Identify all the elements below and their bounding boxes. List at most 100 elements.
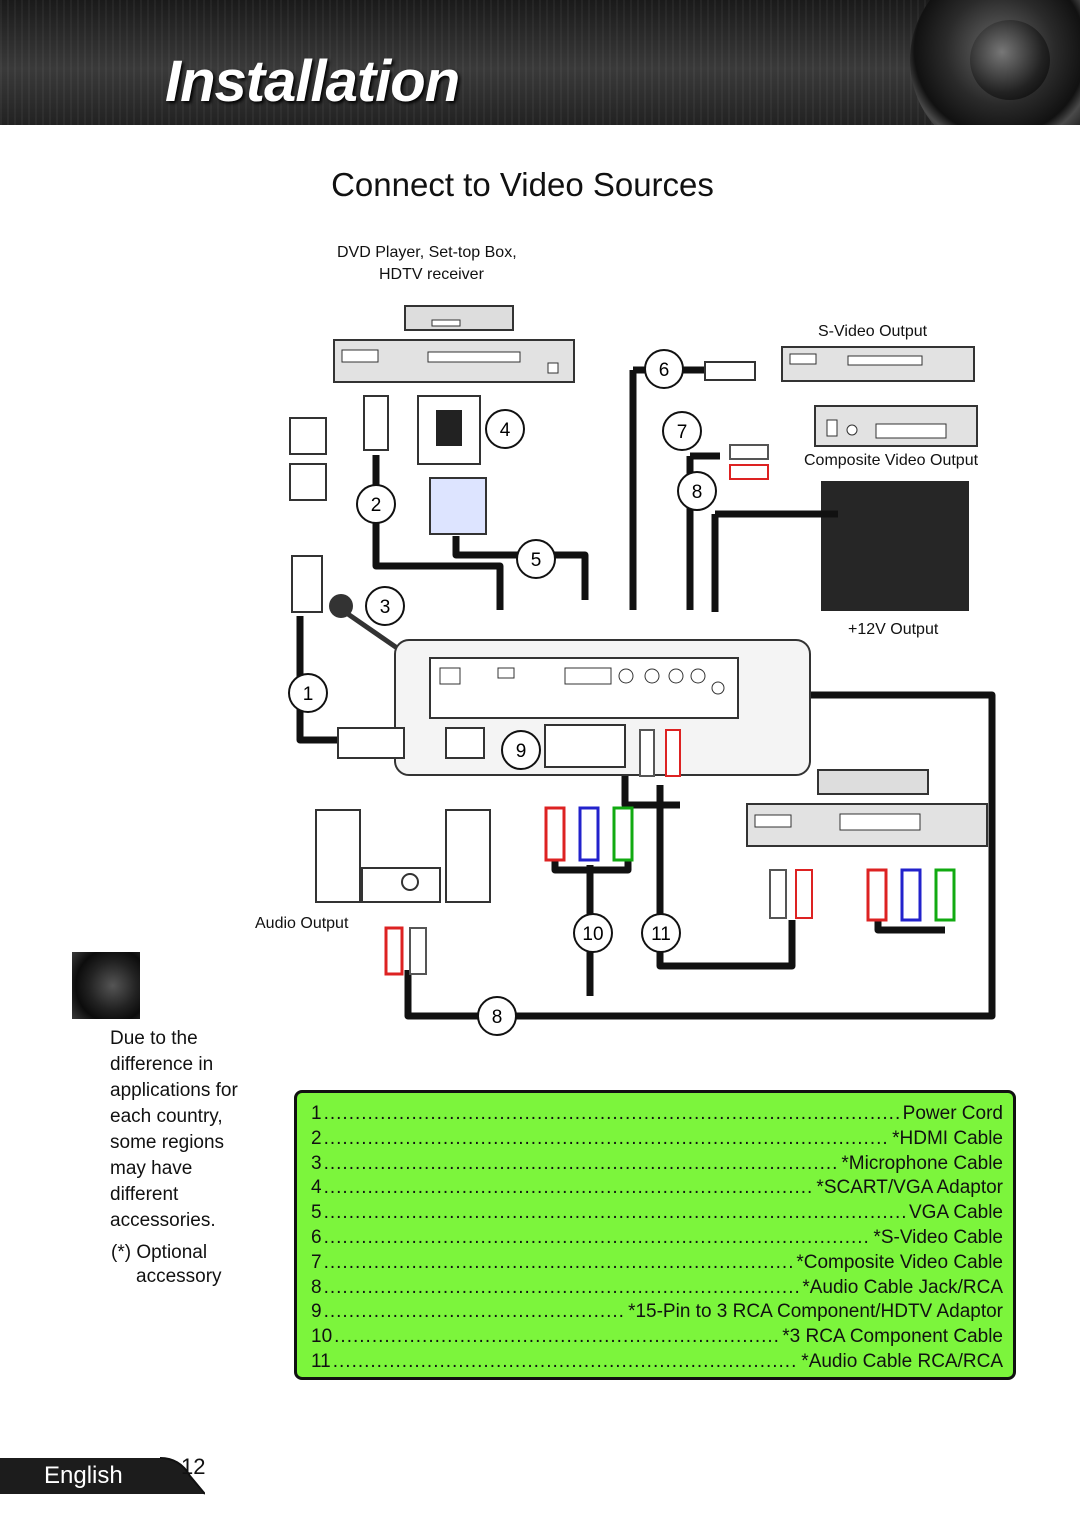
dvd-player-icon bbox=[333, 305, 575, 383]
language-tab bbox=[0, 1457, 205, 1495]
regional-note: Due to the difference in applications fo… bbox=[110, 1028, 238, 1231]
accessory-row: 10......................................… bbox=[311, 1325, 1003, 1349]
callout-number: 1 bbox=[303, 684, 314, 705]
component-source-icon bbox=[746, 769, 988, 847]
callout-number: 2 bbox=[371, 495, 382, 516]
dot-leader: ........................................… bbox=[323, 1152, 840, 1174]
accessory-row: 8.......................................… bbox=[311, 1276, 1003, 1300]
callout-number: 4 bbox=[500, 420, 511, 441]
screen-photo bbox=[821, 481, 969, 611]
header-texture bbox=[0, 0, 1080, 125]
dot-leader: ........................................… bbox=[323, 1227, 872, 1248]
accessory-row: 1.......................................… bbox=[311, 1102, 1003, 1126]
callout-5: 5 bbox=[516, 539, 556, 579]
optional-word: accessory bbox=[136, 1266, 222, 1287]
composite-source-icon bbox=[814, 405, 978, 447]
accessory-row: 2.......................................… bbox=[311, 1127, 1003, 1151]
accessory-label: VGA Cable bbox=[909, 1202, 1003, 1224]
page-number: 12 bbox=[181, 1454, 206, 1479]
dot-leader: ........................................… bbox=[323, 1202, 907, 1224]
callout-number: 10 bbox=[582, 924, 603, 945]
dot-leader: ........................................… bbox=[323, 1177, 815, 1199]
microphone-icon bbox=[329, 594, 402, 653]
callout-8: 8 bbox=[677, 471, 717, 511]
dot-leader: ........................................… bbox=[332, 1351, 800, 1372]
vga-plug-icon bbox=[429, 477, 487, 535]
language-label: English bbox=[44, 1462, 123, 1489]
accessory-number: 3 bbox=[311, 1152, 322, 1174]
power-plug-icon bbox=[291, 555, 323, 613]
callout-number: 9 bbox=[516, 741, 527, 762]
optional-marker: (*) Optional bbox=[111, 1242, 208, 1263]
callout-number: 8 bbox=[692, 482, 703, 503]
projector-lens-image bbox=[910, 0, 1080, 125]
dot-leader: ........................................… bbox=[323, 1103, 901, 1124]
accessory-number: 1 bbox=[311, 1103, 322, 1124]
callout-number: 6 bbox=[659, 360, 670, 381]
dot-leader: ........................................… bbox=[323, 1251, 795, 1273]
svideo-output-label: S-Video Output bbox=[818, 323, 928, 340]
accessory-label: *3 RCA Component Cable bbox=[782, 1326, 1003, 1348]
callout-number: 8 bbox=[492, 1007, 503, 1028]
section-title: Installation bbox=[165, 49, 460, 114]
accessory-list: 1.......................................… bbox=[294, 1090, 1016, 1380]
accessory-label: *S-Video Cable bbox=[873, 1227, 1003, 1248]
accessory-label: *HDMI Cable bbox=[892, 1127, 1003, 1149]
dvd-source-label-line2: HDTV receiver bbox=[379, 266, 484, 283]
accessory-number: 5 bbox=[311, 1202, 322, 1224]
callout-number: 7 bbox=[677, 422, 688, 443]
accessory-label: *Audio Cable Jack/RCA bbox=[802, 1276, 1003, 1298]
callout-10: 10 bbox=[573, 913, 613, 953]
dot-leader: ........................................… bbox=[323, 1127, 891, 1149]
accessory-label: *SCART/VGA Adaptor bbox=[816, 1177, 1003, 1199]
dot-leader: ........................................… bbox=[323, 1301, 627, 1323]
callout-number: 5 bbox=[531, 550, 542, 571]
accessory-label: *Microphone Cable bbox=[841, 1152, 1003, 1174]
callout-number: 3 bbox=[380, 597, 391, 618]
wall-outlet-icon bbox=[289, 417, 327, 501]
rca-plugs bbox=[384, 361, 956, 976]
accessory-row: 4.......................................… bbox=[311, 1176, 1003, 1200]
callout-9: 9 bbox=[501, 730, 541, 770]
accessory-number: 8 bbox=[311, 1276, 322, 1298]
hdmi-plug-icon bbox=[363, 395, 389, 451]
accessory-number: 2 bbox=[311, 1127, 322, 1149]
accessory-number: 4 bbox=[311, 1177, 322, 1199]
accessory-number: 7 bbox=[311, 1251, 322, 1273]
accessory-row: 3.......................................… bbox=[311, 1152, 1003, 1176]
callout-layer: 1 2 3 4 5 6 7 8 9 10 11 8 bbox=[288, 349, 717, 1036]
accessory-row: 6.......................................… bbox=[311, 1226, 1003, 1250]
page-title: Connect to Video Sources bbox=[331, 166, 714, 203]
composite-output-label: Composite Video Output bbox=[804, 452, 979, 469]
audio-system-icon bbox=[315, 809, 491, 903]
connection-diagram: 1 2 3 4 5 6 7 8 9 10 11 8 bbox=[288, 305, 996, 1036]
audio-output-label: Audio Output bbox=[255, 915, 349, 932]
accessory-number: 9 bbox=[311, 1301, 322, 1323]
accessory-row: 7.......................................… bbox=[311, 1251, 1003, 1275]
accessory-number: 10 bbox=[311, 1326, 333, 1348]
accessory-label: *Audio Cable RCA/RCA bbox=[801, 1351, 1003, 1372]
dvd-source-label-line1: DVD Player, Set-top Box, bbox=[337, 244, 517, 261]
accessory-row: 5.......................................… bbox=[311, 1201, 1003, 1225]
callout-12: 8 bbox=[477, 996, 517, 1036]
accessory-number: 11 bbox=[311, 1351, 331, 1372]
v12-output-label: +12V Output bbox=[848, 621, 939, 638]
scart-adaptor-icon bbox=[417, 395, 481, 465]
callout-4: 4 bbox=[485, 409, 525, 449]
accessory-label: Power Cord bbox=[902, 1103, 1003, 1124]
svideo-source-icon bbox=[781, 346, 975, 382]
accessory-label: *15-Pin to 3 RCA Component/HDTV Adaptor bbox=[628, 1301, 1003, 1323]
callout-number: 11 bbox=[651, 924, 671, 945]
accessory-row: 11......................................… bbox=[311, 1350, 1003, 1374]
dot-leader: ........................................… bbox=[323, 1276, 801, 1298]
accessory-row: 9.......................................… bbox=[311, 1300, 1003, 1324]
callout-7: 7 bbox=[662, 411, 702, 451]
accessory-label: *Composite Video Cable bbox=[796, 1251, 1003, 1273]
accessory-number: 6 bbox=[311, 1227, 322, 1248]
header-banner: Installation bbox=[0, 0, 1080, 125]
note-photo bbox=[72, 952, 140, 1019]
callout-3: 3 bbox=[365, 586, 405, 626]
dot-leader: ........................................… bbox=[334, 1326, 780, 1348]
callout-6: 6 bbox=[644, 349, 684, 389]
projector-panel bbox=[337, 639, 811, 776]
